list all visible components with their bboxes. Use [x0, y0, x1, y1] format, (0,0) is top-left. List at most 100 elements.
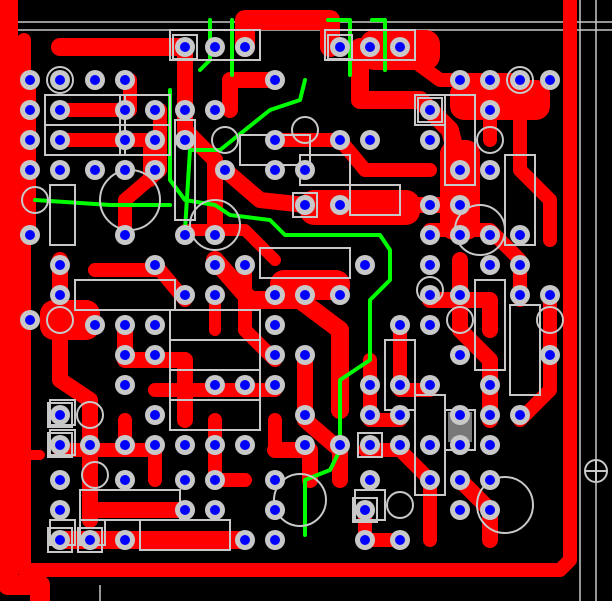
drill-hole — [240, 380, 250, 390]
drill-hole — [220, 165, 230, 175]
bottom-copper-pour — [300, 190, 420, 225]
drill-hole — [515, 230, 525, 240]
drill-hole — [395, 440, 405, 450]
drill-hole — [55, 290, 65, 300]
drill-hole — [515, 75, 525, 85]
drill-hole — [150, 440, 160, 450]
bottom-trace — [0, 0, 50, 601]
square-pad-outline — [327, 34, 353, 60]
drill-hole — [55, 505, 65, 515]
component-outline — [169, 399, 261, 431]
drill-hole — [120, 380, 130, 390]
drill-hole — [210, 105, 220, 115]
drill-hole — [180, 505, 190, 515]
drill-hole — [455, 230, 465, 240]
component-outline — [386, 491, 414, 519]
component-outline — [46, 66, 74, 94]
square-pad-outline — [357, 432, 383, 458]
component-outline — [189, 199, 241, 251]
drill-hole — [120, 75, 130, 85]
drill-hole — [25, 315, 35, 325]
drill-hole — [180, 440, 190, 450]
drill-hole — [120, 320, 130, 330]
square-pad-outline — [292, 192, 318, 218]
drill-hole — [120, 350, 130, 360]
drill-hole — [120, 535, 130, 545]
component-outline — [49, 429, 76, 456]
component-outline — [349, 184, 401, 216]
drill-hole — [55, 105, 65, 115]
drill-hole — [545, 350, 555, 360]
top-trace — [33, 198, 172, 207]
component-outline — [444, 94, 476, 186]
drill-hole — [120, 230, 130, 240]
drill-hole — [425, 290, 435, 300]
component-outline — [476, 126, 504, 154]
drill-hole — [485, 230, 495, 240]
bottom-trace — [238, 258, 282, 367]
drill-hole — [300, 165, 310, 175]
drill-hole — [210, 380, 220, 390]
component-outline — [211, 126, 239, 154]
component-outline — [21, 186, 49, 214]
drill-hole — [270, 350, 280, 360]
drill-hole — [210, 290, 220, 300]
drill-hole — [270, 535, 280, 545]
component-outline — [446, 306, 474, 334]
drill-hole — [55, 165, 65, 175]
drill-hole — [180, 135, 190, 145]
square-pad-outline — [172, 34, 198, 60]
drill-hole — [90, 75, 100, 85]
drill-hole — [55, 135, 65, 145]
drill-hole — [455, 165, 465, 175]
component-outline — [414, 94, 446, 126]
drill-hole — [365, 475, 375, 485]
component-outline — [536, 306, 564, 334]
square-pad-outline — [47, 527, 73, 553]
component-outline — [506, 66, 534, 94]
drill-hole — [395, 42, 405, 52]
drill-hole — [180, 290, 190, 300]
drill-hole — [120, 165, 130, 175]
drill-hole — [55, 475, 65, 485]
drill-hole — [485, 105, 495, 115]
component-outline — [169, 29, 261, 61]
drill-hole — [335, 42, 345, 52]
drill-hole — [365, 380, 375, 390]
drill-hole — [360, 260, 370, 270]
drill-hole — [300, 440, 310, 450]
drill-hole — [485, 505, 495, 515]
drill-hole — [395, 380, 405, 390]
component-outline — [81, 461, 109, 489]
top-trace — [370, 18, 387, 72]
drill-hole — [365, 410, 375, 420]
drill-hole — [270, 75, 280, 85]
drill-hole — [270, 475, 280, 485]
drill-hole — [515, 410, 525, 420]
bottom-trace — [217, 162, 313, 213]
drill-hole — [455, 475, 465, 485]
bottom-trace — [297, 352, 348, 488]
drill-hole — [485, 440, 495, 450]
drill-hole — [425, 230, 435, 240]
drill-hole — [395, 410, 405, 420]
drill-hole — [180, 105, 190, 115]
drill-hole — [455, 505, 465, 515]
drill-hole — [455, 290, 465, 300]
bottom-trace — [17, 0, 577, 577]
drill-hole — [55, 260, 65, 270]
drill-hole — [425, 320, 435, 330]
drill-hole — [210, 42, 220, 52]
drill-hole — [515, 290, 525, 300]
drill-hole — [150, 350, 160, 360]
drill-hole — [240, 260, 250, 270]
drill-hole — [270, 320, 280, 330]
drill-hole — [485, 410, 495, 420]
component-outline — [291, 116, 319, 144]
drill-hole — [210, 230, 220, 240]
bottom-trace — [268, 133, 437, 177]
drill-hole — [120, 440, 130, 450]
drill-hole — [300, 410, 310, 420]
drill-hole — [120, 105, 130, 115]
